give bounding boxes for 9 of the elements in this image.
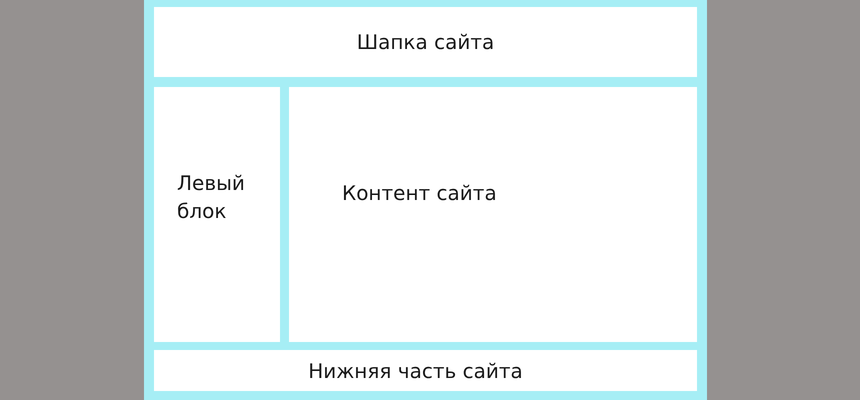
block-label: Контент сайта	[342, 180, 497, 207]
header-block	[154, 7, 697, 77]
block-label: Левый блок	[177, 170, 246, 225]
content-block	[289, 87, 697, 342]
footer-block	[154, 350, 697, 391]
block-label: Нижняя часть сайта	[308, 358, 523, 384]
layout-frame	[144, 0, 707, 400]
left-block	[154, 87, 280, 342]
block-label: Шапка сайта	[356, 29, 494, 56]
